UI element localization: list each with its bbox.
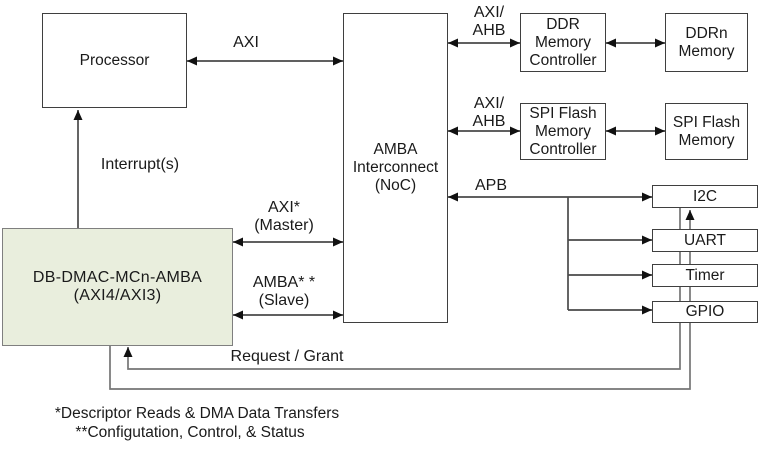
ddrn-memory-label: DDRn Memory xyxy=(678,24,735,60)
i2c-label: I2C xyxy=(692,187,718,205)
axi-bus-label: AXI xyxy=(233,34,259,51)
axi-ahb-ddr-label: AXI/ AHB xyxy=(472,4,506,39)
amba-interconnect-label: AMBA Interconnect (NoC) xyxy=(352,141,439,194)
processor-block: Processor xyxy=(42,13,187,108)
spi-flash-memory-label: SPI Flash Memory xyxy=(672,113,741,149)
ddrn-memory-block: DDRn Memory xyxy=(665,13,748,72)
dma-controller-label: DB-DMAC-MCn-AMBA (AXI4/AXI3) xyxy=(32,269,203,304)
i2c-block: I2C xyxy=(652,185,758,208)
footnote-configuration: **Configutation, Control, & Status xyxy=(75,424,305,441)
dma-controller-block: DB-DMAC-MCn-AMBA (AXI4/AXI3) xyxy=(2,228,233,346)
request-grant-label: Request / Grant xyxy=(230,348,344,365)
uart-block: UART xyxy=(652,229,758,252)
footnote-descriptor-reads: *Descriptor Reads & DMA Data Transfers xyxy=(54,405,340,422)
request-grant-outer-line xyxy=(109,210,695,390)
axi-ahb-spi-label: AXI/ AHB xyxy=(472,95,506,130)
amba-slave-label: AMBA* * (Slave) xyxy=(252,274,316,309)
gpio-label: GPIO xyxy=(685,303,725,320)
request-grant-inner-line xyxy=(123,208,681,370)
timer-label: Timer xyxy=(685,266,725,284)
processor-label: Processor xyxy=(79,51,150,69)
uart-label: UART xyxy=(684,231,726,249)
interrupt-label: Interrupt(s) xyxy=(100,156,180,173)
axi-master-label: AXI* (Master) xyxy=(254,199,314,234)
spi-flash-memory-controller-block: SPI Flash Memory Controller xyxy=(520,103,606,160)
spi-flash-memory-controller-label: SPI Flash Memory Controller xyxy=(529,104,597,158)
ddr-memory-controller-label: DDR Memory Controller xyxy=(529,15,597,69)
amba-interconnect-block: AMBA Interconnect (NoC) xyxy=(343,13,448,323)
timer-block: Timer xyxy=(652,264,758,287)
gpio-block: GPIO xyxy=(652,301,758,323)
apb-bus-label: APB xyxy=(474,177,508,194)
spi-flash-memory-block: SPI Flash Memory xyxy=(665,103,748,160)
ddr-memory-controller-block: DDR Memory Controller xyxy=(520,13,606,72)
